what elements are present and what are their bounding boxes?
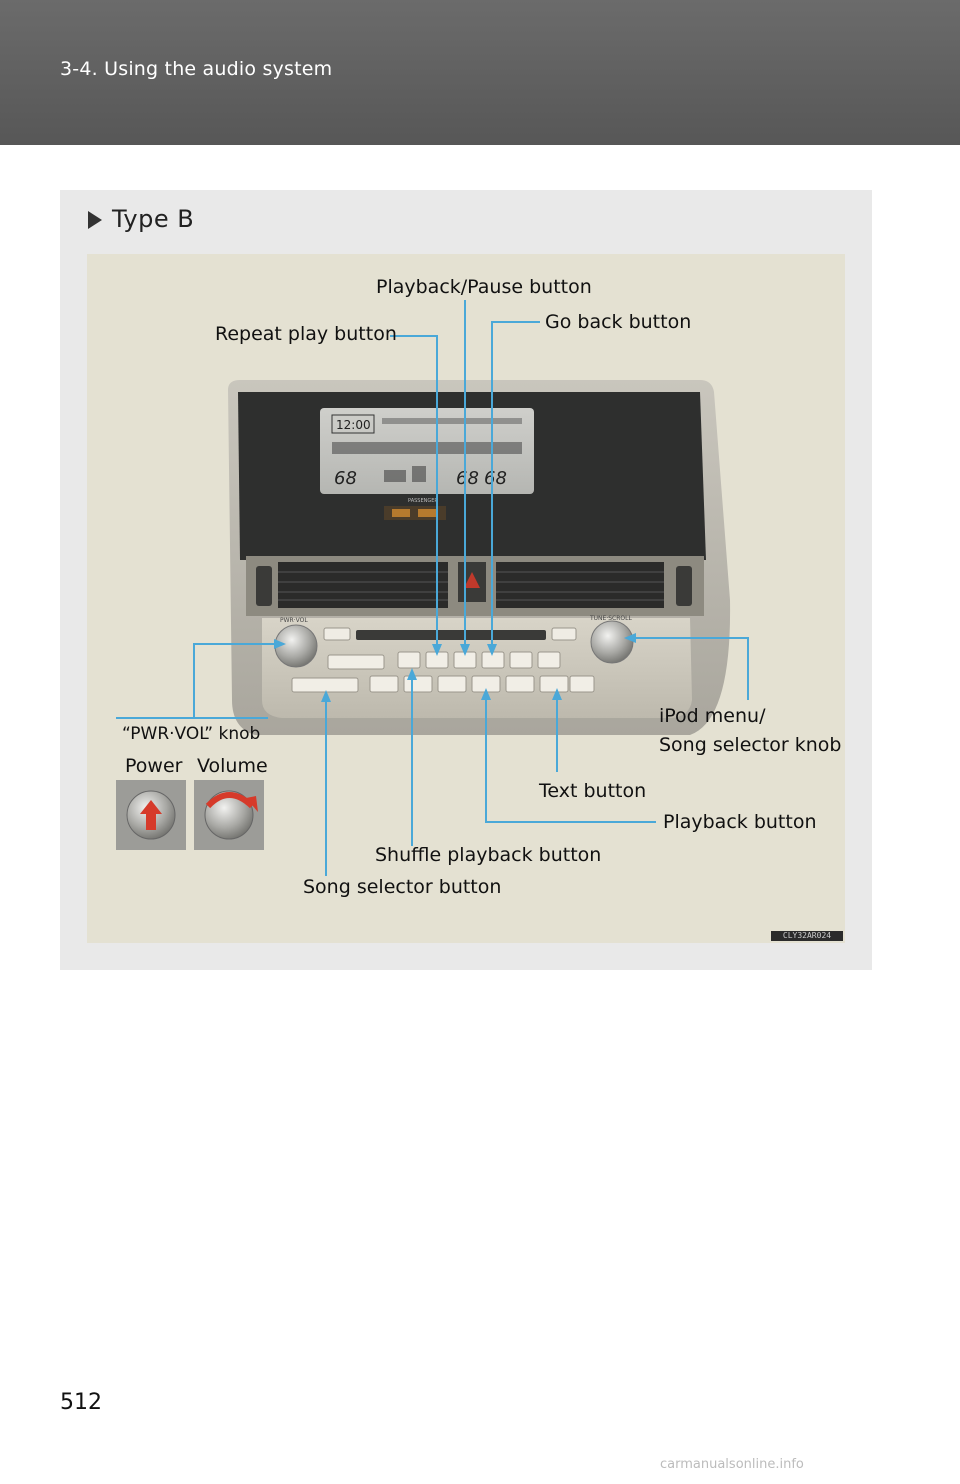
air-vent-right [496, 562, 664, 608]
figure-code: CLY32AR024 [771, 931, 843, 941]
load-button[interactable] [551, 627, 577, 641]
audio-panel-illustration: 12:00 68 68 68 PASSENGER PW [116, 300, 749, 876]
watermark: carmanualsonline.info [660, 1457, 804, 1472]
callout-volume: Volume [197, 755, 268, 777]
pwr-vol-knob[interactable] [274, 624, 318, 668]
air-vent-left [278, 562, 448, 608]
leader-pwr-vol-up [193, 643, 278, 718]
volume-rotate-arrowhead [246, 796, 258, 812]
callout-playback-button: Playback button [663, 811, 817, 833]
lcd-segment-row-2 [332, 442, 522, 454]
callout-repeat-play: Repeat play button [215, 323, 397, 345]
arrowhead-text [552, 688, 562, 700]
callout-ipod-menu-line2: Song selector knob [659, 734, 842, 756]
lcd-temp-right: 68 [484, 468, 507, 489]
airbag-light-1 [392, 509, 410, 517]
lcd-fan-icon [384, 470, 406, 482]
cd-slot [356, 630, 546, 640]
arrowhead-playback [481, 688, 491, 700]
callout-pwr-vol-knob: “PWR·VOL” knob [122, 724, 261, 744]
volume-inset-knob [204, 790, 254, 840]
scan-button[interactable] [569, 675, 595, 693]
arrowhead-ipod [624, 633, 636, 643]
preset-button-5[interactable] [509, 651, 533, 669]
arrowhead-song [321, 690, 331, 702]
callout-arrowheads [274, 633, 636, 702]
callout-song-selector: Song selector button [303, 876, 502, 898]
passenger-indicator: PASSENGER [408, 498, 438, 504]
arrowhead-repeat [432, 644, 442, 656]
callout-power: Power [125, 755, 183, 777]
lcd-temp-left: 68 [334, 468, 357, 489]
lcd-segment-row-1 [382, 418, 522, 424]
power-press-arrow-icon [140, 800, 162, 830]
pwr-vol-panel-label: PWR·VOL [280, 617, 308, 624]
lcd-seat-icon [412, 466, 426, 482]
vent-slats [278, 571, 664, 601]
audio-facia [262, 618, 692, 718]
cd-button[interactable] [437, 675, 467, 693]
lower-button-row [291, 675, 595, 693]
callout-playback-pause: Playback/Pause button [376, 276, 592, 298]
arrowhead-goback [487, 644, 497, 656]
eject-button[interactable] [323, 627, 351, 641]
leader-repeat-play [390, 335, 438, 650]
leader-ipod-menu [632, 637, 749, 700]
volume-rotate-arrow-icon [205, 792, 255, 809]
section-title: 3-4. Using the audio system [60, 58, 333, 80]
callout-ipod-menu-line1: iPod menu/ [659, 705, 766, 727]
page-number: 512 [60, 1390, 102, 1415]
lcd-clock-box [331, 414, 375, 434]
leader-playback [485, 694, 656, 823]
pointer-arrow-icon [88, 211, 102, 229]
tune-scroll-knob[interactable] [590, 620, 634, 664]
hazard-icon [464, 572, 480, 588]
arrowhead-shuffle [407, 668, 417, 680]
callout-shuffle-playback: Shuffle playback button [375, 844, 602, 866]
lcd-clock: 12:00 [336, 418, 371, 432]
preset-button-1[interactable] [397, 651, 421, 669]
vent-edge-right [676, 566, 692, 606]
callout-leaders [116, 300, 749, 876]
arrowhead-playpause [460, 644, 470, 656]
airbag-light-2 [418, 509, 436, 517]
setup-button[interactable] [505, 675, 535, 693]
page-header: 3-4. Using the audio system [0, 0, 960, 145]
arrowhead-pwrvol [274, 639, 286, 649]
type-label: Type B [88, 205, 194, 233]
text-button-shape[interactable] [539, 675, 569, 693]
fm-button[interactable] [327, 654, 385, 670]
am-button[interactable] [369, 675, 399, 693]
lcd-temp-mid: 68 [456, 468, 479, 489]
audio-panel-figure: 12:00 68 68 68 PASSENGER PW [87, 254, 845, 943]
type-label-text: Type B [112, 205, 195, 233]
preset-button-6[interactable] [537, 651, 561, 669]
vent-edge-left [256, 566, 272, 606]
callout-go-back: Go back button [545, 311, 692, 333]
seek-track-button[interactable] [291, 677, 359, 693]
preset-button-row [327, 651, 561, 670]
tune-scroll-panel-label: TUNE·SCROLL [589, 615, 632, 622]
callout-text-button: Text button [539, 780, 647, 802]
preset-button-4-go-back[interactable] [481, 651, 505, 669]
leader-go-back [491, 321, 540, 650]
